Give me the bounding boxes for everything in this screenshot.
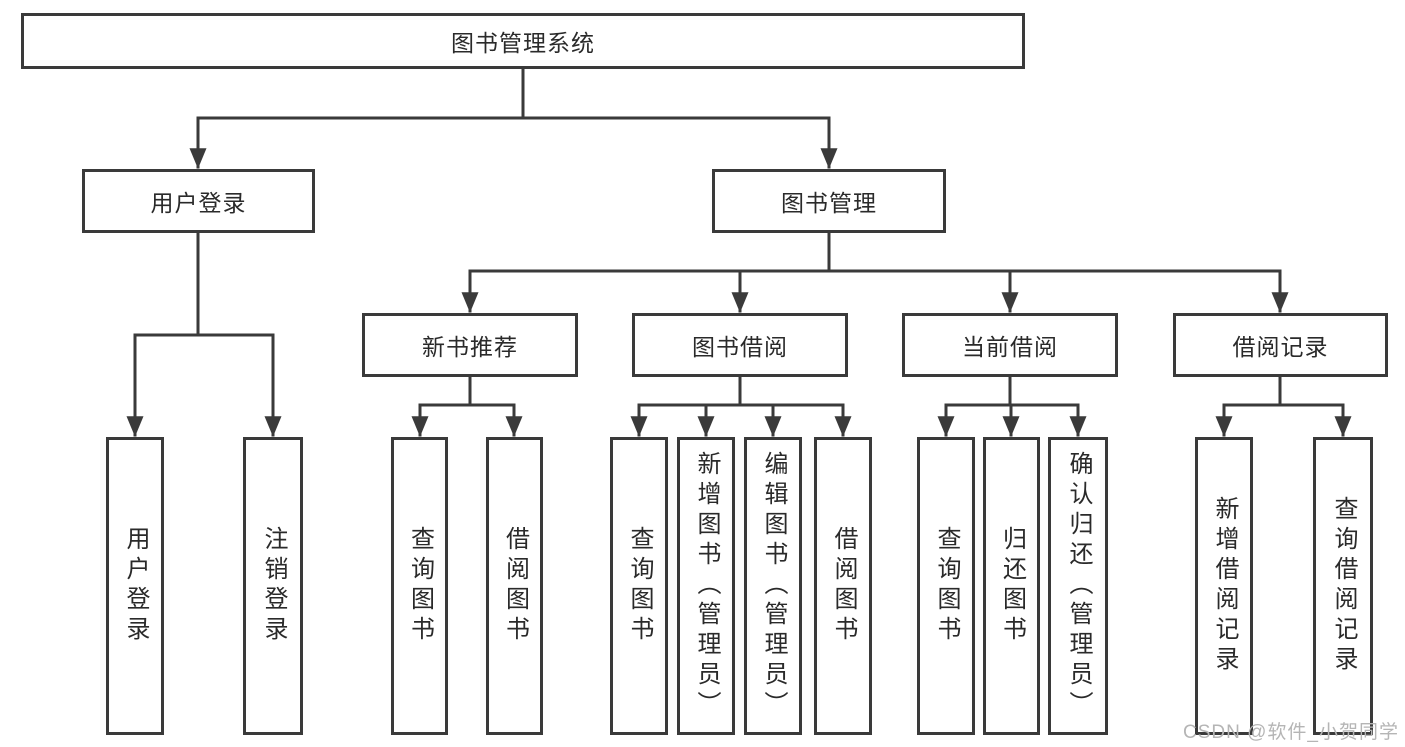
leaf-logout: 注销登录 (243, 437, 303, 735)
leaf-query-books-recommend: 查询图书 (391, 437, 448, 735)
leaf-query-books-current: 查询图书 (917, 437, 975, 735)
leaf-edit-books-admin: 编辑图书（管理员） (744, 437, 802, 735)
leaf-label: 查询图书 (933, 526, 960, 646)
leaf-borrow-books: 借阅图书 (814, 437, 872, 735)
leaf-label: 归还图书 (998, 526, 1026, 646)
csdn-watermark: CSDN @软件_小贺同学 (1183, 722, 1399, 743)
node-borrowing-records: 借阅记录 (1173, 313, 1388, 377)
leaf-label: 注销登录 (260, 526, 287, 646)
node-current-borrowing: 当前借阅 (902, 313, 1118, 377)
leaf-label: 新增借阅记录 (1211, 496, 1238, 676)
node-new-book-recommendation: 新书推荐 (362, 313, 578, 377)
leaf-user-login: 用户登录 (106, 437, 164, 735)
leaf-label: 借阅图书 (830, 526, 857, 646)
leaf-label: 查询借阅记录 (1330, 496, 1357, 676)
leaf-confirm-return-admin: 确认归还（管理员） (1048, 437, 1108, 735)
node-user-login: 用户登录 (82, 169, 315, 233)
leaf-label: 用户登录 (122, 526, 149, 646)
leaf-query-borrow-record: 查询借阅记录 (1313, 437, 1373, 735)
node-book-management: 图书管理 (712, 169, 946, 233)
leaf-label: 查询图书 (406, 526, 434, 646)
leaf-borrow-books-recommend: 借阅图书 (486, 437, 543, 735)
leaf-label: 确认归还（管理员） (1065, 451, 1092, 721)
leaf-label: 新增图书（管理员） (693, 451, 720, 721)
leaf-query-books-borrow: 查询图书 (610, 437, 668, 735)
leaf-label: 编辑图书（管理员） (760, 451, 787, 721)
leaf-add-borrow-record: 新增借阅记录 (1195, 437, 1253, 735)
leaf-return-books: 归还图书 (983, 437, 1040, 735)
node-book-borrowing: 图书借阅 (632, 313, 848, 377)
node-library-management-system: 图书管理系统 (21, 13, 1025, 69)
leaf-add-books-admin: 新增图书（管理员） (677, 437, 735, 735)
leaf-label: 查询图书 (626, 526, 653, 646)
leaf-label: 借阅图书 (501, 526, 529, 646)
